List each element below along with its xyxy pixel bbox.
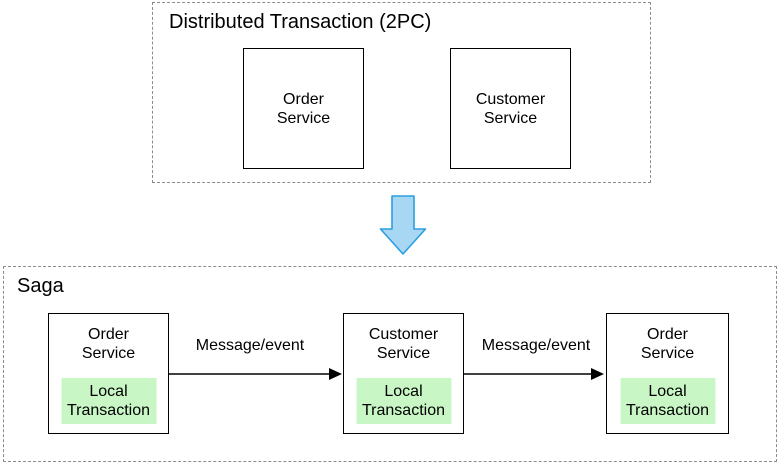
local-transaction-box: Local Transaction [356, 378, 451, 424]
service-box-order-2pc: Order Service [243, 48, 364, 169]
local-transaction-box: Local Transaction [61, 378, 156, 424]
distributed-transaction-group: Distributed Transaction (2PC) Order Serv… [152, 2, 651, 183]
service-box-customer-saga: Customer Service Local Transaction [343, 313, 464, 434]
service-label-order: Order Service [276, 90, 331, 127]
saga-group: Saga Order Service Local Transaction Cus… [3, 266, 777, 462]
service-box-order-saga-1: Order Service Local Transaction [48, 313, 169, 434]
message-event-label-2: Message/event [481, 337, 591, 354]
service-label-order: Order Service [81, 326, 136, 362]
local-transaction-box: Local Transaction [620, 378, 715, 424]
message-event-label-1: Message/event [195, 337, 305, 354]
service-label-order: Order Service [640, 326, 695, 362]
section-title-2pc: Distributed Transaction (2PC) [169, 11, 432, 33]
transition-down-arrow-icon [379, 195, 427, 255]
service-box-order-saga-2: Order Service Local Transaction [606, 313, 729, 434]
service-label-customer: Customer Service [368, 326, 439, 362]
local-transaction-label: Local Transaction [362, 383, 445, 419]
service-box-customer-2pc: Customer Service [450, 48, 571, 169]
local-transaction-label: Local Transaction [67, 383, 150, 419]
section-title-saga: Saga [17, 275, 64, 297]
local-transaction-label: Local Transaction [626, 383, 709, 419]
service-label-customer: Customer Service [475, 90, 546, 127]
